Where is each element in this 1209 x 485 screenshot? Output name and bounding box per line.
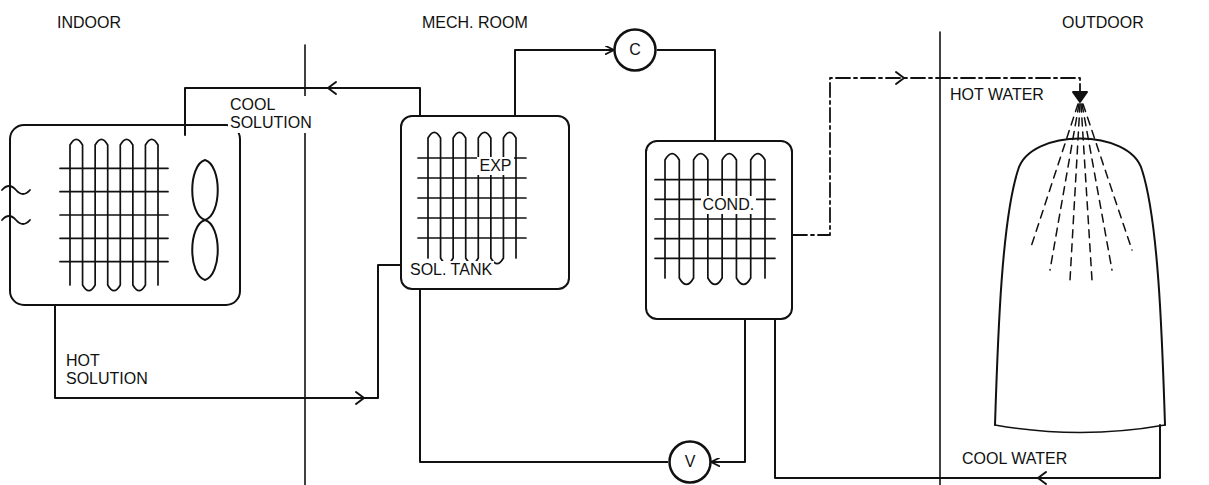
cooling-tower [1073,92,1087,102]
solution-tank: EXP SOL. TANK [400,115,570,290]
air-flow [2,186,30,224]
region-label: OUTDOOR [1060,14,1146,32]
cooling-tower [1081,104,1092,280]
circle-outline [615,30,656,71]
node-text: C [627,41,643,59]
coil-fin [60,167,168,169]
coil-fin [60,191,168,193]
hot-solution-pipe [55,265,400,398]
condenser-coil [655,154,775,285]
coil-fin [655,257,775,259]
flow-arrow [896,72,904,84]
cooling-tower [1082,104,1112,270]
refrigerant-line [515,50,613,115]
circle-outline [670,442,711,483]
flow-arrow [328,82,336,94]
region-label: HOT SOLUTION [64,352,168,389]
cooling-tower [1070,104,1080,280]
node-text: V [683,453,698,471]
compressor-circle: C [613,28,657,72]
cooling-tower [1030,104,1132,280]
coil-fin [418,197,526,199]
indoor-unit [10,125,240,305]
coil-fin [655,179,775,181]
region-label: HOT WATER [948,86,1046,104]
coil-fin [655,218,775,220]
coil-fin [418,177,526,179]
region-label: COOL SOLUTION [228,96,308,133]
coil-fin [418,237,526,239]
cooling-tower [995,139,1165,426]
node-text: SOL. TANK [408,261,494,279]
fan-symbol [192,160,218,280]
system-illustration [2,32,1165,485]
region-divider [939,32,941,485]
region-label: MECH. ROOM [420,14,530,32]
coil-fin [60,261,168,263]
valve-circle: V [668,440,712,484]
node-text: COND. [701,196,757,214]
region-label: COOL WATER [960,450,1069,468]
region-label: INDOOR [55,14,123,32]
cooling-tower [1030,104,1078,250]
cooling-tower [995,92,1165,433]
cooling-tower [1083,104,1132,250]
refrigerant-line [420,290,668,462]
coil-group [60,132,775,290]
cool-water-pipe [775,320,1160,478]
refrigerant-line [712,320,745,462]
condenser-box: COND. [645,140,793,320]
cooling-tower [1050,104,1079,270]
fan-symbol [192,160,218,280]
flow-arrow [356,392,364,404]
indoor-coil [60,139,168,290]
coil-fin [655,238,775,240]
node-text: EXP [477,157,513,175]
air-flow [2,186,30,194]
coil-fin [60,237,168,239]
evaporator-coil [418,132,526,263]
refrigerant-line [657,50,715,140]
cooling-tower [995,425,1165,433]
coil-fin [60,214,168,216]
air-flow [2,216,30,224]
coil-fin [418,217,526,219]
hot-water-pipe [793,78,1080,235]
cool-solution-pipe [185,88,420,135]
flow-arrow [1038,472,1046,484]
